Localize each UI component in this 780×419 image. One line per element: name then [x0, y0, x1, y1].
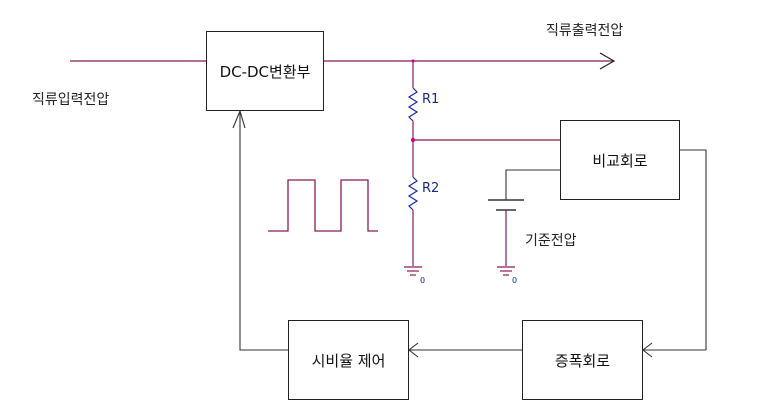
r2-label: R2 — [422, 181, 440, 196]
amplifier-input-arrowhead — [642, 342, 653, 358]
input-voltage-label: 직류입력전압 — [32, 92, 110, 108]
r1-label: R1 — [422, 92, 440, 107]
duty-input-arrowhead — [408, 342, 419, 358]
amplifier-block: 증폭회로 — [522, 320, 643, 400]
comparator-block: 비교회로 — [560, 120, 680, 200]
output-arrowhead — [599, 52, 616, 70]
output-voltage-label: 직류출력전압 — [546, 23, 624, 39]
r1-resistor — [407, 87, 419, 122]
reference-wire — [505, 169, 560, 200]
dc-dc-converter-label: DC-DC변환부 — [219, 62, 311, 81]
comparator-label: 비교회로 — [592, 151, 648, 170]
dc-dc-converter-block: DC-DC변환부 — [206, 31, 324, 111]
pwm-waveform — [268, 179, 378, 232]
comparator-to-amplifier-wire — [680, 149, 707, 350]
r2-resistor — [407, 176, 419, 211]
ground2-label: 0 — [512, 276, 518, 285]
feedback-node — [411, 138, 415, 142]
reference-voltage-label: 기준전압 — [525, 233, 577, 249]
duty-ratio-control-label: 시비율 제어 — [311, 351, 386, 370]
ground1-label: 0 — [420, 276, 426, 285]
output-node — [411, 59, 415, 63]
amplifier-label: 증폭회로 — [554, 351, 611, 370]
duty-to-converter-wire — [239, 111, 288, 351]
converter-input-arrowhead — [232, 109, 246, 129]
duty-ratio-control-block: 시비율 제어 — [288, 320, 409, 400]
